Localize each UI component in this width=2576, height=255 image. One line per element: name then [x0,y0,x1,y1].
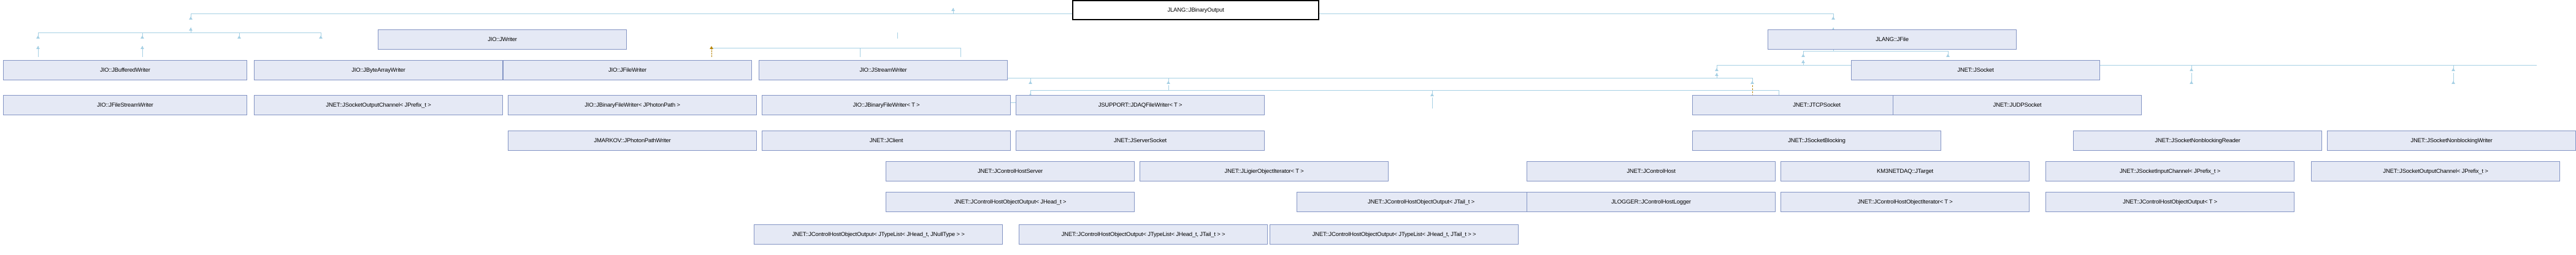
class-node[interactable]: JNET::JSocket [1851,60,2100,80]
class-node[interactable]: JNET::JSocketNonblockingWriter [2327,131,2576,151]
class-node[interactable]: JNET::JLigierObjectIterator< T > [1140,161,1389,181]
class-node[interactable]: JMARKOV::JPhotonPathWriter [508,131,757,151]
class-node[interactable]: JSUPPORT::JDAQFileWriter< T > [1016,95,1265,115]
edge-r3-s2 [142,46,143,57]
edge-dashed-binaryfilewriter [711,48,712,57]
class-node[interactable]: JIO::JStreamWriter [759,60,1008,80]
class-node[interactable]: JNET::JControlHostObjectOutput< T > [2045,192,2294,212]
class-node[interactable]: JNET::JControlHostObjectOutput< JTail_t … [1297,192,1546,212]
edge-chobj-bus [1030,90,1779,91]
arrow-chobj-head [1029,93,1032,96]
arrow-tcp [1801,54,1805,57]
arrow-soc [2451,81,2455,84]
arrow-r3-2 [140,46,144,49]
edge-blocking-bus [1717,65,2537,66]
arrow-jwriter-up [189,28,193,31]
arrow-ch-ligier [1167,81,1170,84]
arrow-jwriter [189,17,193,20]
class-node[interactable]: JIO::JFileStreamWriter [3,95,247,115]
arrow-ch-host [1750,81,1754,84]
class-node[interactable]: JNET::JClient [762,131,1011,151]
class-node[interactable]: JNET::JSocketBlocking [1692,131,1941,151]
arrow-binary-photonpath [710,46,713,49]
class-node[interactable]: JNET::JSocketNonblockingReader [2073,131,2322,151]
class-node[interactable]: JNET::JUDPSocket [1893,95,2142,115]
class-node[interactable]: JIO::JByteArrayWriter [254,60,503,80]
edge-streamwriter-stub [897,32,898,39]
class-node[interactable]: JNET::JSocketOutputChannel< JPrefix_t > [2311,161,2560,181]
arrow-jsocket [1831,28,1835,31]
arrow-r2-2 [140,36,144,39]
class-node[interactable]: JNET::JSocketInputChannel< JPrefix_t > [2045,161,2294,181]
class-node[interactable]: JNET::JControlHostObjectOutput< JHead_t … [886,192,1135,212]
arrow-jfile [1831,17,1835,20]
edge-row2-bus [38,32,321,33]
class-node[interactable]: JIO::JBufferedWriter [3,60,247,80]
arrow-r3-1 [36,46,40,49]
class-node[interactable]: KM3NETDAQ::JTarget [1781,161,2030,181]
edge-chobj-stub [1168,85,1169,90]
arrow-nbreader [2190,68,2193,71]
edge-nbreader-down [2191,73,2192,84]
edge-binary-t [960,48,961,57]
class-node-root[interactable]: JLANG::JBinaryOutput [1072,0,1319,20]
arrow-r2-1 [36,36,40,39]
class-node[interactable]: JIO::JBinaryFileWriter< T > [762,95,1011,115]
class-node[interactable]: JNET::JControlHostServer [886,161,1135,181]
class-node[interactable]: JLOGGER::JControlHostLogger [1527,192,1776,212]
class-node[interactable]: JNET::JControlHost [1527,161,1776,181]
arrow-nbwriter [2451,68,2455,71]
class-node[interactable]: JLANG::JFile [1768,29,2017,50]
arrow-root [951,8,955,11]
class-node[interactable]: JIO::JWriter [378,29,627,50]
arrow-ch-server [1029,81,1032,84]
class-node[interactable]: JNET::JServerSocket [1016,131,1265,151]
class-node[interactable]: JNET::JControlHostObjectIterator< T > [1781,192,2030,212]
class-node[interactable]: JIO::JBinaryFileWriter< JPhotonPath > [508,95,757,115]
arrow-blocking [1715,68,1719,71]
arrow-sic [2190,81,2193,84]
arrow-udp [1946,54,1950,57]
edge-nbwriter-down [2453,73,2454,84]
arrow-r2-4 [319,36,323,39]
class-node[interactable]: JNET::JControlHostObjectOutput< JTypeLis… [1019,224,1268,245]
arrow-blocking-up [1715,73,1719,76]
class-node[interactable]: JNET::JSocketOutputChannel< JPrefix_t > [254,95,503,115]
edge-r3-s1 [38,46,39,57]
class-node[interactable]: JNET::JControlHostObjectOutput< JTypeLis… [754,224,1003,245]
arrow-chobj-tail [1430,93,1434,96]
edge-binary-daq [860,48,861,57]
class-node[interactable]: JIO::JFileWriter [503,60,752,80]
class-node[interactable]: JNET::JControlHostObjectOutput< JTypeLis… [1270,224,1519,245]
arrow-tcp-up [1801,60,1805,63]
edge-root-bus [191,13,1833,14]
edge-dashed-logger [1752,85,1753,96]
edge-bottom-3 [1432,97,1433,108]
arrow-r2-3 [237,36,241,39]
